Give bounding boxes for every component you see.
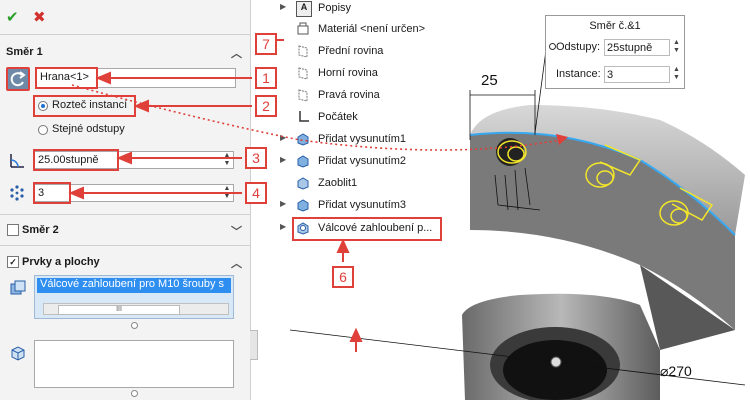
reverse-direction-button[interactable]: [6, 67, 30, 91]
cad-model[interactable]: [289, 49, 746, 400]
section-smer2-header[interactable]: Směr 2 ﹀: [0, 220, 250, 240]
extrude-icon: [296, 132, 310, 146]
divider: [0, 214, 250, 215]
divider: [0, 245, 250, 246]
chevron-down-icon[interactable]: ﹀: [231, 226, 242, 238]
tree-label: Přidat vysunutím2: [318, 155, 407, 167]
faces-list[interactable]: [34, 340, 234, 388]
callout-1: 1: [255, 67, 277, 89]
panel-collapse-tab[interactable]: [250, 330, 258, 360]
edge-value: Hrana<1>: [40, 71, 89, 83]
angle-value: 25.00stupně: [38, 154, 99, 166]
fillet-icon: [296, 176, 310, 190]
features-list[interactable]: Válcové zahloubení pro M10 šrouby s III: [34, 275, 234, 319]
tree-label: Přidat vysunutím3: [318, 199, 407, 211]
radio2-label: Stejné odstupy: [52, 123, 125, 135]
callout-3: 3: [245, 147, 267, 169]
scrollbar-thumb[interactable]: III: [58, 305, 180, 315]
expand-icon[interactable]: ▶: [280, 133, 287, 142]
expand-icon[interactable]: ▶: [280, 2, 287, 11]
tree-label: Přední rovina: [318, 45, 384, 57]
chevron-up-icon[interactable]: ︿: [231, 48, 242, 60]
tree-label: Popisy: [318, 2, 352, 14]
expand-icon[interactable]: ▶: [280, 222, 287, 231]
tree-label: Válcové zahloubení p...: [318, 222, 433, 234]
rotate-icon: [10, 71, 26, 87]
faces-icon: [9, 344, 27, 362]
dimension-270[interactable]: ⌀270: [660, 363, 692, 379]
radio-instance-spacing[interactable]: [38, 101, 48, 111]
tree-label: Přidat vysunutím1: [318, 133, 407, 145]
spacing-label: Odstupy:: [556, 41, 601, 53]
instances-icon: [8, 184, 26, 202]
features-icon: [9, 279, 27, 297]
pattern-popup: Směr č.&1 Odstupy: 25stupně ▲▼ Instance:…: [545, 15, 685, 89]
expand-icon[interactable]: ▶: [280, 199, 287, 208]
instances-value-field[interactable]: 3: [604, 66, 670, 83]
spinner[interactable]: ▲▼: [673, 66, 680, 81]
popup-anchor-icon: [549, 43, 556, 50]
angle-icon: [8, 151, 26, 169]
highlight-box: [33, 149, 119, 171]
section-smer1-header[interactable]: Směr 1 ︿: [0, 42, 250, 62]
instances-value: 3: [607, 69, 614, 81]
horizontal-scrollbar[interactable]: III: [43, 303, 229, 315]
expand-icon[interactable]: ▶: [280, 155, 287, 164]
count-value: 3: [38, 187, 45, 199]
hole-wizard-icon: [296, 221, 310, 235]
resize-handle[interactable]: [131, 322, 138, 329]
plane-icon: [296, 66, 310, 80]
spinner[interactable]: ▲▼: [223, 185, 231, 200]
checkbox-features[interactable]: ✓: [7, 256, 19, 268]
origin-icon: [296, 110, 310, 124]
tree-label: Horní rovina: [318, 67, 378, 79]
extrude-icon: [296, 198, 310, 212]
callout-7: 7: [255, 33, 277, 55]
section-title: Prvky a plochy: [22, 256, 100, 268]
tree-label: Materiál <není určen>: [318, 23, 426, 35]
extrude-icon: [296, 154, 310, 168]
spacing-value: 25stupně: [607, 42, 653, 54]
material-icon: [296, 22, 310, 36]
section-features-header[interactable]: ✓ Prvky a plochy ︿: [0, 252, 250, 272]
spacing-value-field[interactable]: 25stupně: [604, 39, 670, 56]
resize-handle[interactable]: [131, 390, 138, 397]
ok-button[interactable]: ✔: [6, 9, 19, 26]
tree-label: Pravá rovina: [318, 89, 380, 101]
checkbox-smer2[interactable]: [7, 224, 19, 236]
section-title: Směr 1: [6, 46, 43, 58]
spinner[interactable]: ▲▼: [673, 39, 680, 54]
property-manager: ✔ ✖ Směr 1 ︿ Hrana<1> Rozteč instancí St…: [0, 0, 251, 400]
highlight-box: [292, 217, 442, 241]
radio1-label: Rozteč instancí: [52, 99, 128, 111]
callout-2: 2: [255, 95, 277, 117]
graphics-area[interactable]: [255, 0, 750, 400]
radio-equal-spacing[interactable]: [38, 125, 48, 135]
section-title: Směr 2: [22, 224, 59, 236]
spinner[interactable]: ▲▼: [223, 152, 231, 167]
tree-label: Zaoblit1: [318, 177, 358, 189]
dimension-25[interactable]: 25: [481, 72, 498, 89]
popup-title: Směr č.&1: [589, 20, 641, 32]
divider: [0, 34, 250, 35]
plane-icon: [296, 44, 310, 58]
instances-label: Instance:: [556, 68, 601, 80]
plane-icon: [296, 88, 310, 102]
callout-4: 4: [245, 182, 267, 204]
angle-field[interactable]: 25.00stupně ▲▼: [34, 151, 234, 169]
cancel-button[interactable]: ✖: [33, 9, 46, 26]
list-item[interactable]: Válcové zahloubení pro M10 šrouby s: [37, 278, 231, 293]
annotations-icon: A: [296, 1, 312, 17]
tree-label: Počátek: [318, 111, 358, 123]
callout-6: 6: [332, 266, 354, 288]
chevron-up-icon[interactable]: ︿: [231, 258, 242, 270]
